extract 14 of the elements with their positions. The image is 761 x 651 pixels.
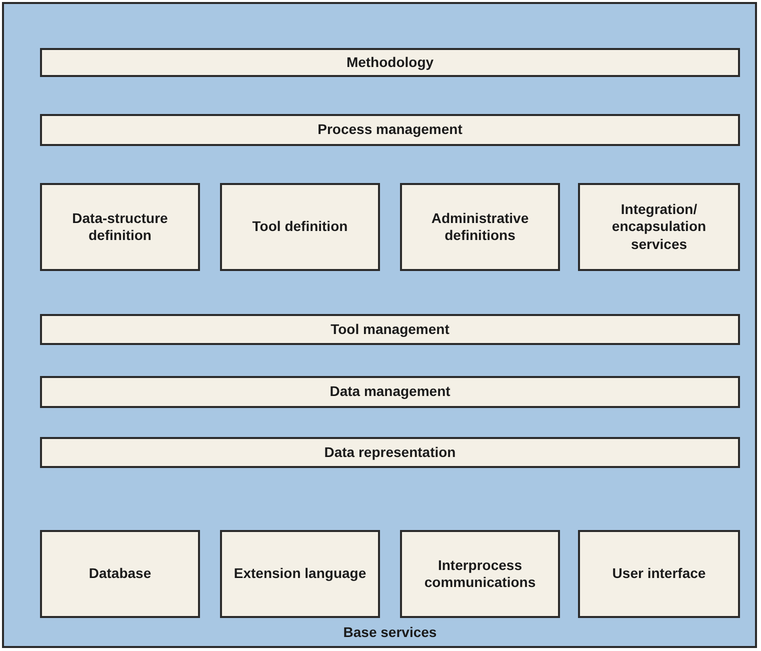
layer-box: Tool definition	[220, 183, 380, 271]
group-label: Base services	[342, 623, 438, 642]
layer-box: Process management	[40, 114, 740, 146]
layer-box: Data management	[40, 376, 740, 408]
layer-box: Methodology	[40, 48, 740, 77]
layer-box: Database	[40, 530, 200, 618]
layer-box: Integration/ encapsulation services	[578, 183, 740, 271]
layer-box: User interface	[578, 530, 740, 618]
layer-box: Interprocess communications	[400, 530, 560, 618]
layer-box: Tool management	[40, 314, 740, 345]
layer-box: Data representation	[40, 437, 740, 468]
layer-box: Extension language	[220, 530, 380, 618]
layer-box: Data-structure definition	[40, 183, 200, 271]
layer-box: Administrative definitions	[400, 183, 560, 271]
